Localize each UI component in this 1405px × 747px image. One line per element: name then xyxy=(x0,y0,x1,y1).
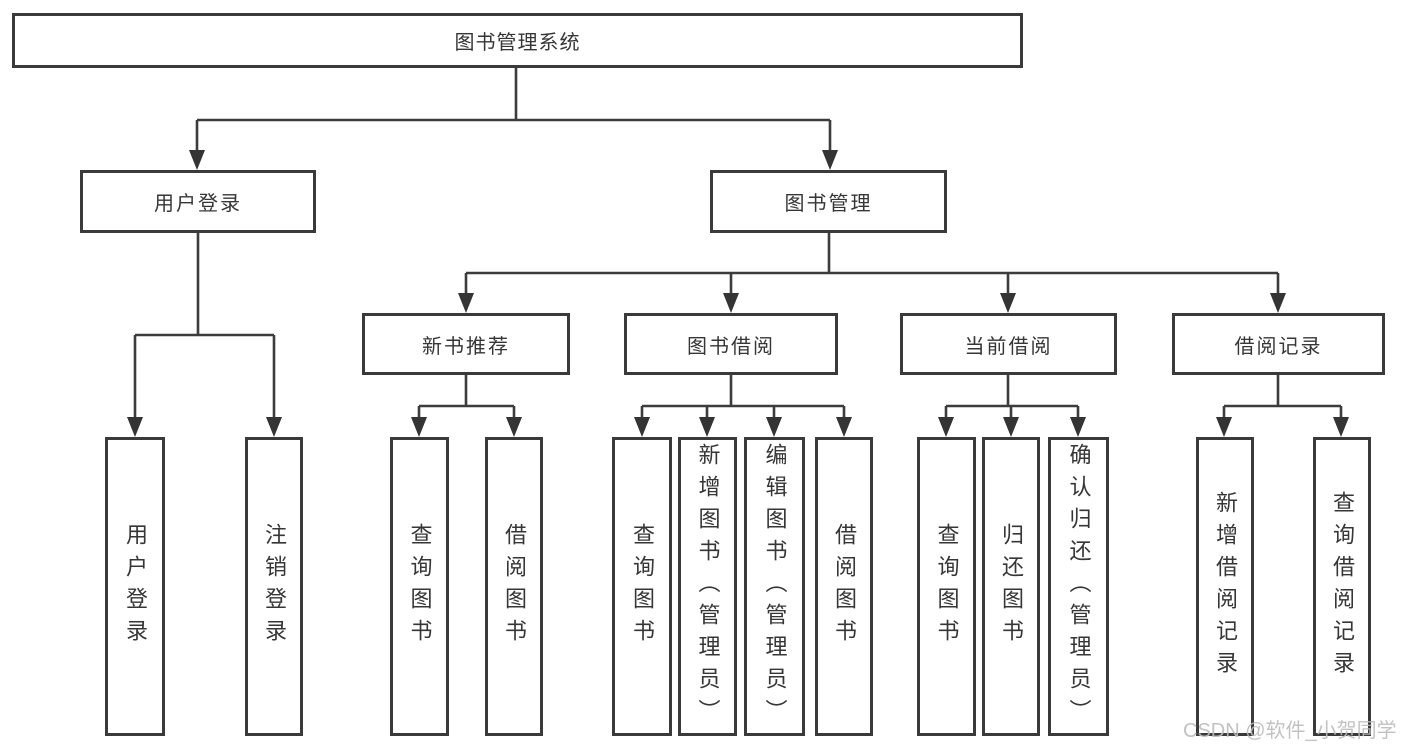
root-node-library-system: 图书管理系统 xyxy=(12,13,1023,68)
leaf-label: 借阅图书 xyxy=(832,522,857,651)
leaf-user-login: 用户登录 xyxy=(105,437,165,736)
leaf-add-book-admin: 新增图书（管理员） xyxy=(678,437,737,736)
csdn-watermark: CSDN @软件_小贺同学 xyxy=(1183,720,1397,742)
leaf-borrow-book: 借阅图书 xyxy=(485,437,543,736)
leaf-add-borrow-record: 新增借阅记录 xyxy=(1196,437,1254,736)
node-book-borrow: 图书借阅 xyxy=(624,313,838,375)
node-book-management: 图书管理 xyxy=(710,170,947,233)
leaf-label: 查询借阅记录 xyxy=(1330,490,1355,683)
leaf-return-book: 归还图书 xyxy=(982,437,1040,736)
leaf-logout: 注销登录 xyxy=(245,437,303,736)
leaf-label: 查询图书 xyxy=(407,522,433,651)
leaf-borrow-book: 借阅图书 xyxy=(815,437,873,736)
leaf-label: 归还图书 xyxy=(999,522,1024,651)
leaf-label: 新增图书（管理员） xyxy=(695,442,721,731)
leaf-label: 注销登录 xyxy=(262,522,287,651)
leaf-label: 查询图书 xyxy=(934,522,960,651)
node-user-login: 用户登录 xyxy=(80,170,316,233)
node-new-book-recommend: 新书推荐 xyxy=(362,313,570,375)
leaf-label: 查询图书 xyxy=(630,522,655,651)
leaf-edit-book-admin: 编辑图书（管理员） xyxy=(744,437,805,736)
node-borrow-records: 借阅记录 xyxy=(1172,313,1385,375)
node-current-borrow: 当前借阅 xyxy=(900,313,1117,375)
leaf-label: 新增借阅记录 xyxy=(1213,490,1238,683)
leaf-query-borrow-record: 查询借阅记录 xyxy=(1313,437,1371,736)
leaf-query-book: 查询图书 xyxy=(917,437,976,736)
leaf-query-book: 查询图书 xyxy=(612,437,672,736)
leaf-label: 编辑图书（管理员） xyxy=(762,442,788,731)
leaf-confirm-return-admin: 确认归还（管理员） xyxy=(1048,437,1109,736)
leaf-label: 用户登录 xyxy=(123,522,148,651)
leaf-query-book: 查询图书 xyxy=(390,437,449,736)
leaf-label: 确认归还（管理员） xyxy=(1066,442,1092,731)
leaf-label: 借阅图书 xyxy=(502,522,527,651)
